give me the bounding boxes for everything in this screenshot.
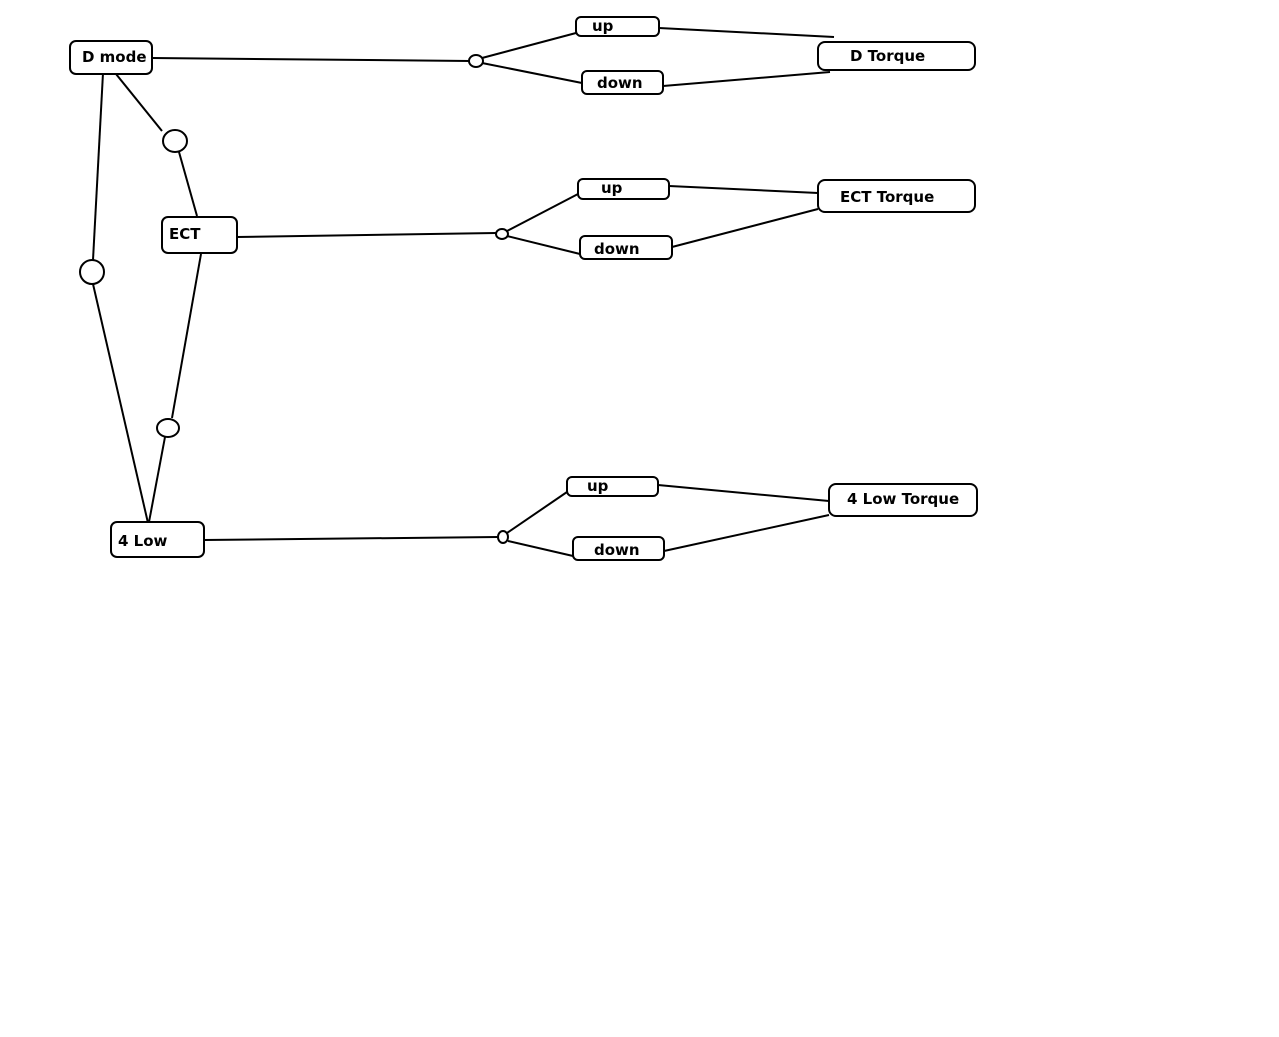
junction-node-4low xyxy=(497,530,509,544)
box-4low-up: up xyxy=(566,476,659,497)
connector-upper-node-to-ect xyxy=(178,151,198,217)
box-ect-down: down xyxy=(579,235,673,260)
label-ect-up: up xyxy=(601,179,623,197)
connector-dmode-to-upper-node xyxy=(115,73,163,132)
connector-dmode-to-junction xyxy=(151,57,471,62)
label-ect: ECT xyxy=(169,225,201,243)
connector-junction-to-d-up xyxy=(481,32,577,59)
node-dmode-4low xyxy=(79,259,105,285)
junction-node-d xyxy=(468,54,484,68)
connector-ect-up-to-torque xyxy=(668,185,819,194)
connector-junction-to-d-down xyxy=(481,62,583,84)
connectors xyxy=(92,27,835,557)
connector-ect-to-junction xyxy=(236,232,497,238)
connector-junction-to-fl-down xyxy=(507,540,574,557)
box-4low-torque: 4 Low Torque xyxy=(828,483,978,517)
connector-lower-node-to-4low xyxy=(148,436,166,523)
label-d-mode: D mode xyxy=(82,48,147,66)
box-ect: ECT xyxy=(161,216,238,254)
box-4low-down: down xyxy=(572,536,665,561)
box-d-torque: D Torque xyxy=(817,41,976,71)
label-ect-down: down xyxy=(594,240,640,258)
connector-ect-to-lower-node xyxy=(171,253,202,419)
label-d-down: down xyxy=(597,74,643,92)
connector-4low-to-junction xyxy=(203,536,499,541)
connector-fl-down-to-torque xyxy=(663,514,830,552)
label-4-low: 4 Low xyxy=(118,532,168,550)
connector-left-node-to-4low xyxy=(92,283,149,524)
connector-d-down-to-torque xyxy=(662,71,831,87)
box-ect-up: up xyxy=(577,178,670,200)
label-4low-up: up xyxy=(587,477,609,495)
label-d-torque: D Torque xyxy=(850,47,925,65)
box-4-low: 4 Low xyxy=(110,521,205,558)
box-d-down: down xyxy=(581,70,664,95)
connector-junction-to-fl-up xyxy=(506,491,568,534)
connector-junction-to-ect-up xyxy=(506,193,579,232)
connector-dmode-to-left-node xyxy=(92,72,104,261)
node-ect-4low xyxy=(156,418,180,438)
junction-nodes xyxy=(79,54,509,544)
label-ect-torque: ECT Torque xyxy=(840,188,934,206)
junction-node-ect xyxy=(495,228,509,240)
node-dmode-ect xyxy=(162,129,188,153)
connector-junction-to-ect-down xyxy=(506,235,581,255)
box-d-mode: D mode xyxy=(69,40,153,75)
connector-fl-up-to-torque xyxy=(657,484,830,502)
label-d-up: up xyxy=(592,17,614,35)
label-4low-torque: 4 Low Torque xyxy=(847,490,959,508)
box-ect-torque: ECT Torque xyxy=(817,179,976,213)
box-d-up: up xyxy=(575,16,660,37)
label-4low-down: down xyxy=(594,541,640,559)
connector-ect-down-to-torque xyxy=(671,208,819,248)
connector-d-up-to-torque xyxy=(658,27,835,38)
